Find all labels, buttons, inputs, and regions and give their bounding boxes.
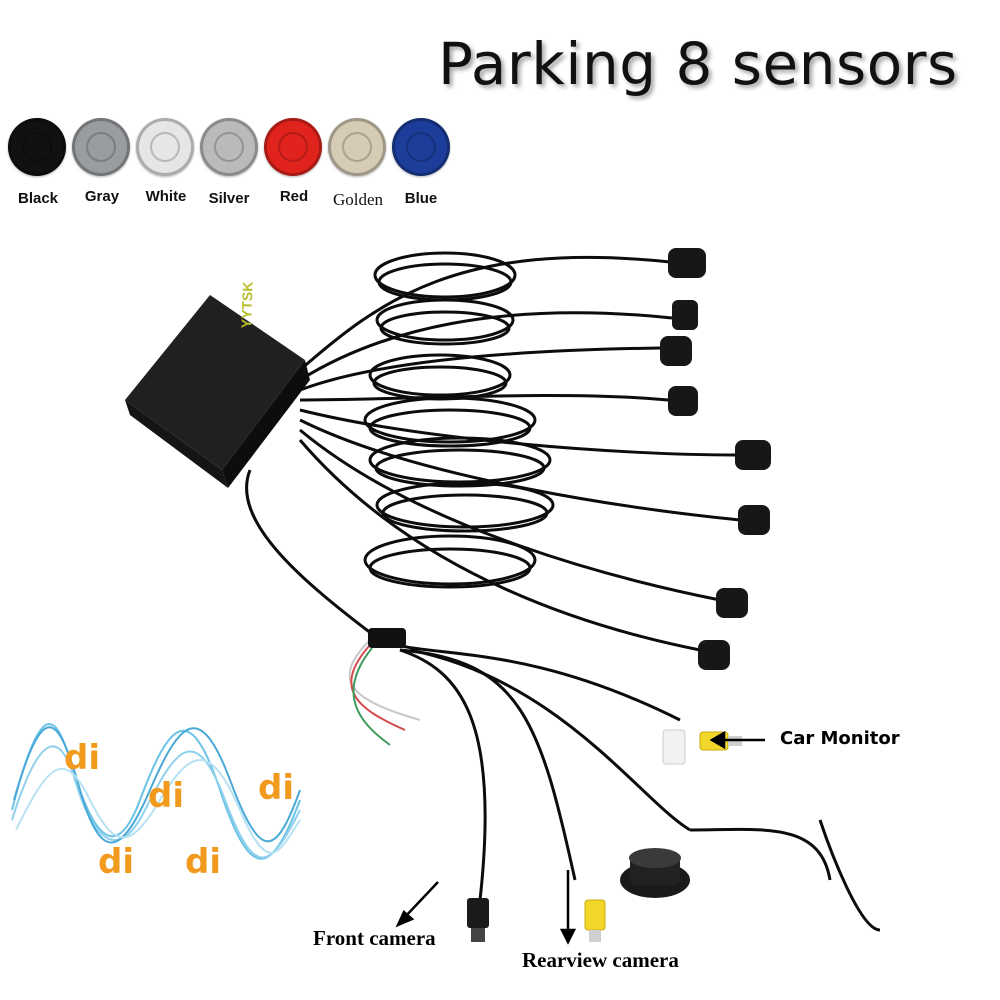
color-label-white: White (145, 188, 187, 205)
callout-car-monitor: Car Monitor (780, 728, 900, 749)
power-wires (348, 639, 421, 746)
color-swatch-black[interactable] (8, 118, 66, 176)
callout-arrows (395, 730, 765, 945)
parking-sensors (660, 248, 771, 670)
color-swatch-golden[interactable] (328, 118, 386, 176)
sensor-4 (668, 386, 698, 416)
color-label-golden: Golden (332, 190, 384, 209)
sound-text-5: di (185, 842, 221, 882)
color-swatch-white[interactable] (136, 118, 194, 176)
color-swatch-gray[interactable] (72, 118, 130, 176)
callout-front-camera: Front camera (313, 926, 436, 950)
color-label-red: Red (279, 188, 309, 205)
sound-text-3: di (258, 768, 294, 808)
sensor-2 (672, 300, 698, 330)
color-options: Black Gray White Silver Red Golden Blue (8, 118, 458, 218)
callout-rearview-camera: Rearview camera (522, 948, 679, 972)
color-swatch-silver[interactable] (200, 118, 258, 176)
sensor-6 (738, 505, 770, 535)
color-label-gray: Gray (84, 188, 120, 205)
color-swatch-red[interactable] (264, 118, 322, 176)
buzzer (620, 848, 690, 898)
color-swatch-blue[interactable] (392, 118, 450, 176)
front-camera-plug (467, 898, 489, 942)
sound-text-1: di (64, 738, 100, 778)
rearview-camera-plug (584, 899, 606, 942)
control-box (125, 295, 310, 488)
sensor-cables (245, 255, 881, 932)
color-label-silver: Silver (208, 190, 250, 207)
page-title: Parking 8 sensors (438, 30, 958, 98)
sensor-8 (698, 640, 730, 670)
sensor-7 (716, 588, 748, 618)
sound-text-4: di (98, 842, 134, 882)
sound-wave-graphic (11, 723, 301, 860)
sensor-5 (735, 440, 771, 470)
sensor-cable-coils (363, 251, 555, 589)
wire-connector (368, 628, 406, 648)
color-label-black: Black (17, 190, 59, 207)
color-label-blue: Blue (404, 190, 438, 207)
box-brand-label: YYTSK (238, 281, 256, 329)
car-monitor-plug (662, 729, 742, 765)
sensor-1 (668, 248, 706, 278)
sound-text-2: di (148, 776, 184, 816)
sensor-3 (660, 336, 692, 366)
